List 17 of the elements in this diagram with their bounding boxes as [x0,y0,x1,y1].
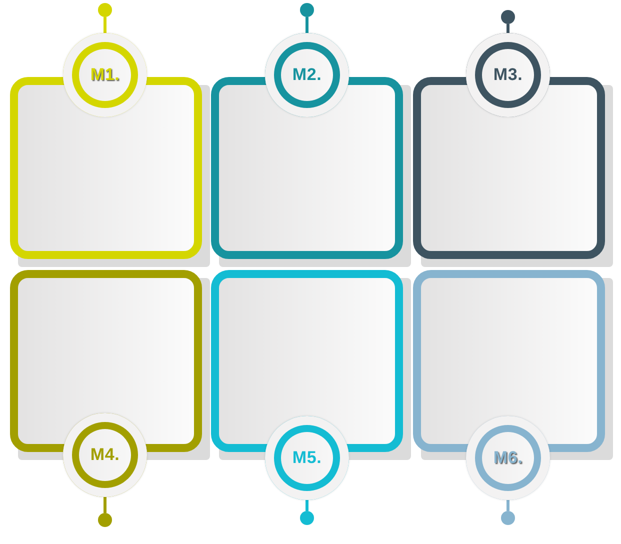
rounded-card [211,270,403,452]
rounded-card [413,270,605,452]
number-badge: M3. [466,33,550,117]
pin-line [506,24,510,33]
pin-dot [300,3,314,17]
number-badge: M1. [63,33,147,117]
pin-dot [98,513,112,527]
pin-dot [98,3,112,17]
pin-line [306,17,308,33]
pin-line [306,500,308,511]
pin-dot [501,10,515,24]
number-badge: M2. [265,33,349,117]
pin-line [104,497,106,513]
pin-line [104,17,106,33]
pin-dot [501,511,515,525]
pin-dot [300,511,314,525]
pin-line [506,500,510,511]
